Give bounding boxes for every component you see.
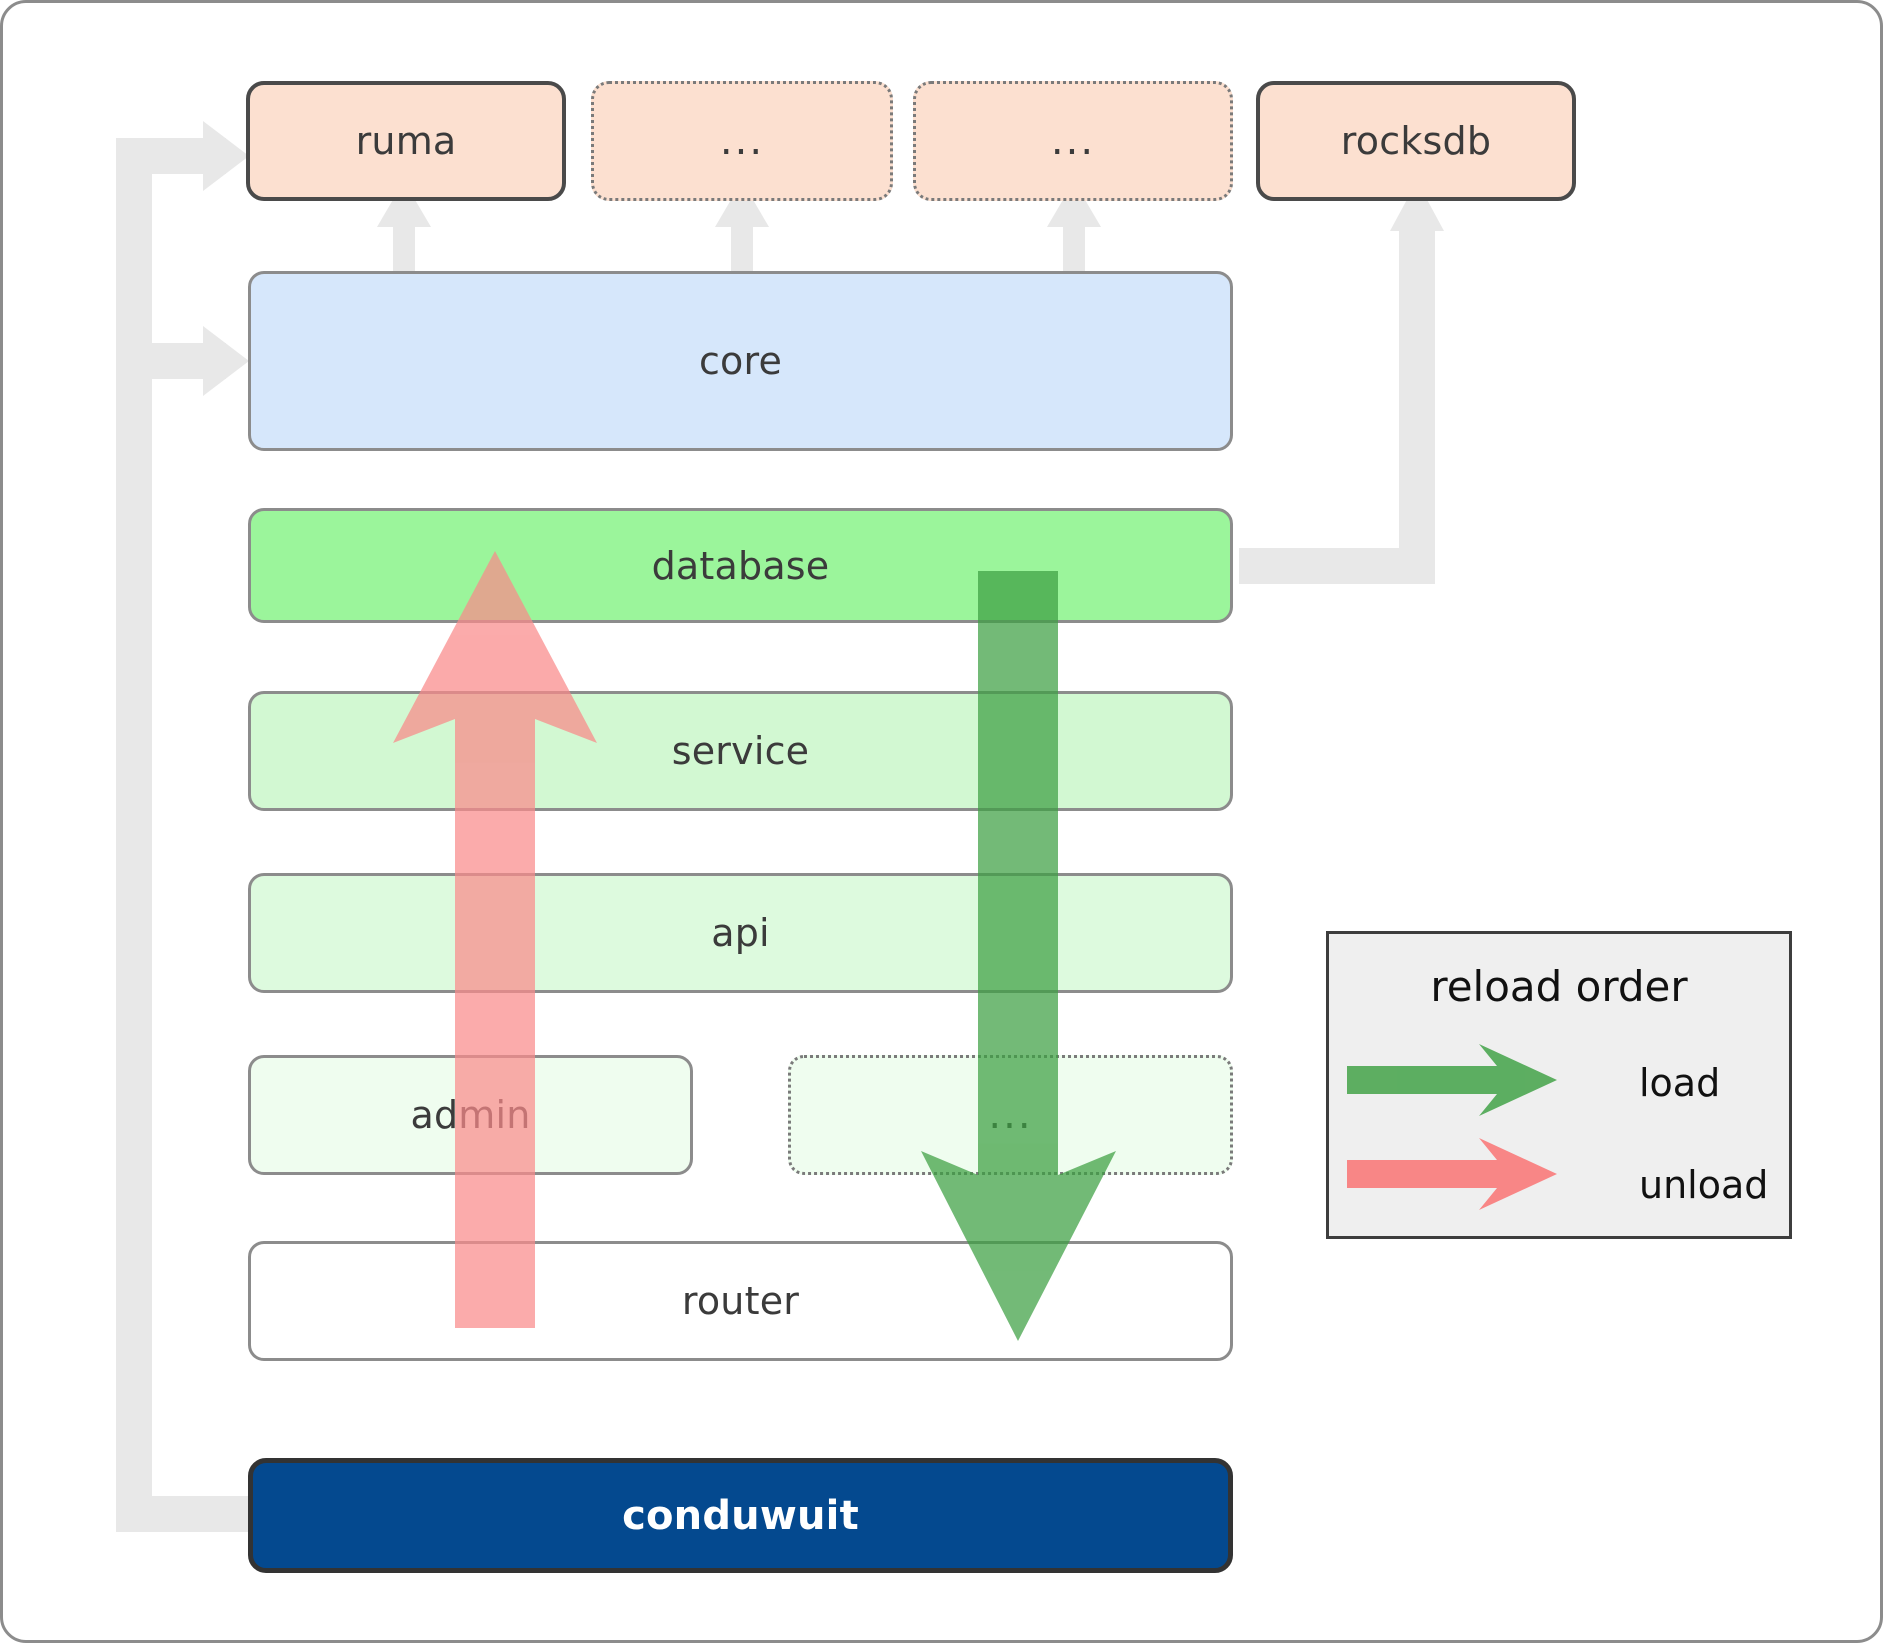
- layer-box-dots-3[interactable]: ...: [788, 1055, 1233, 1175]
- connector-arrows-layer: [116, 121, 1444, 1532]
- layer-box-api[interactable]: api: [248, 873, 1233, 993]
- crate-box-rocksdb[interactable]: rocksdb: [1256, 81, 1576, 201]
- legend-unload-arrow: [1347, 1138, 1557, 1210]
- arrowhead-into-ruma: [203, 121, 249, 191]
- legend-title: reload order: [1430, 962, 1688, 1011]
- layer-label-dots-3: ...: [988, 1092, 1033, 1138]
- reload-order-arrows: [393, 551, 1116, 1341]
- arrowhead-into-core: [203, 326, 249, 396]
- legend-panel: reload order load unload: [1326, 931, 1792, 1239]
- layer-label-database: database: [651, 543, 830, 588]
- layer-box-database[interactable]: database: [248, 508, 1233, 623]
- crate-box-ruma[interactable]: ruma: [246, 81, 566, 201]
- conduwuit-to-crates-connector: [116, 138, 256, 1532]
- layer-box-core[interactable]: core: [248, 271, 1233, 451]
- layer-label-router: router: [681, 1279, 800, 1323]
- layer-box-router[interactable]: router: [248, 1241, 1233, 1361]
- binary-label-conduwuit: conduwuit: [622, 1492, 859, 1539]
- legend-load-arrow: [1347, 1044, 1557, 1116]
- crate-box-dots-2[interactable]: ...: [913, 81, 1233, 201]
- database-to-rocksdb-connector: [1239, 181, 1444, 584]
- layer-label-service: service: [671, 729, 810, 773]
- crate-label-dots-1: ...: [719, 118, 765, 164]
- legend-arrow-swatches: [1347, 1044, 1557, 1210]
- layer-label-api: api: [711, 911, 770, 955]
- layer-box-admin[interactable]: admin: [248, 1055, 693, 1175]
- crate-label-rocksdb: rocksdb: [1340, 119, 1492, 163]
- layer-label-core: core: [698, 339, 783, 383]
- legend-label-load: load: [1639, 1061, 1721, 1105]
- crate-label-dots-2: ...: [1050, 118, 1096, 164]
- legend-label-unload: unload: [1639, 1163, 1769, 1207]
- crate-box-dots-1[interactable]: ...: [591, 81, 893, 201]
- layer-box-service[interactable]: service: [248, 691, 1233, 811]
- binary-box-conduwuit[interactable]: conduwuit: [248, 1458, 1233, 1573]
- crate-label-ruma: ruma: [355, 119, 457, 163]
- layer-label-admin: admin: [410, 1093, 531, 1137]
